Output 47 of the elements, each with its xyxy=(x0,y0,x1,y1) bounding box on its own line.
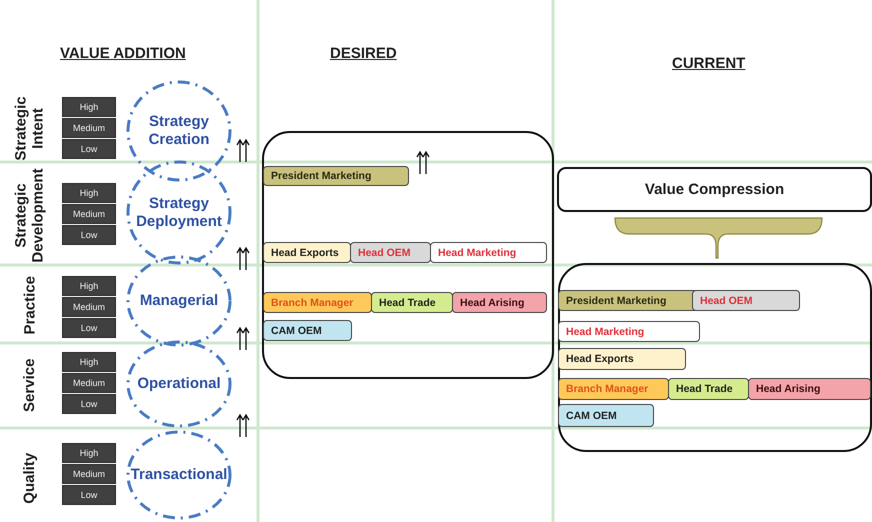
role-bar: CAM OEM xyxy=(558,404,654,427)
level-box: Medium xyxy=(62,464,116,484)
dashed-circle: Managerial xyxy=(126,255,232,347)
dashed-circle: Strategy Creation xyxy=(126,80,232,182)
title-box: Value Compression xyxy=(557,167,872,212)
role-bar: Head Trade xyxy=(668,378,749,400)
level-box: High xyxy=(62,97,116,117)
dashed-circle: Operational xyxy=(126,340,232,428)
dashed-circle: Transactional xyxy=(126,430,232,520)
row-label: Practice xyxy=(22,274,38,336)
rounded-panel xyxy=(558,263,872,452)
role-bar: Head Trade xyxy=(371,292,453,313)
level-box: High xyxy=(62,276,116,296)
level-box: Medium xyxy=(62,297,116,317)
level-box: Low xyxy=(62,225,116,245)
level-box: Medium xyxy=(62,373,116,393)
level-box: Low xyxy=(62,485,116,505)
role-bar: Head Exports xyxy=(263,242,351,263)
dashed-circle: Strategy Deployment xyxy=(126,160,232,265)
level-box: High xyxy=(62,183,116,203)
section-heading: VALUE ADDITION xyxy=(60,45,186,62)
level-box: High xyxy=(62,352,116,372)
role-bar: Head Arising xyxy=(452,292,547,313)
row-label: Quality xyxy=(22,451,38,506)
level-box: Low xyxy=(62,394,116,414)
role-bar: CAM OEM xyxy=(263,320,352,341)
level-box: Low xyxy=(62,318,116,338)
role-bar: Head Arising xyxy=(748,378,871,400)
level-box: Medium xyxy=(62,204,116,224)
section-heading: CURRENT xyxy=(672,55,746,72)
role-bar: Branch Manager xyxy=(263,292,372,313)
section-heading: DESIRED xyxy=(330,45,397,62)
row-label: Strategic Intent xyxy=(14,94,46,162)
role-bar: Head OEM xyxy=(350,242,431,263)
level-box: Medium xyxy=(62,118,116,138)
role-bar: Branch Manager xyxy=(558,378,669,400)
row-label: Strategic Development xyxy=(14,166,46,264)
role-bar: Head Marketing xyxy=(558,321,700,342)
role-bar: Head OEM xyxy=(692,290,800,311)
role-bar: President Marketing xyxy=(263,166,409,186)
role-bar: Head Marketing xyxy=(430,242,547,263)
rounded-panel xyxy=(262,131,554,379)
level-box: High xyxy=(62,443,116,463)
role-bar: Head Exports xyxy=(558,348,686,370)
bracket xyxy=(614,216,823,259)
row-label: Service xyxy=(22,357,38,414)
level-box: Low xyxy=(62,139,116,159)
